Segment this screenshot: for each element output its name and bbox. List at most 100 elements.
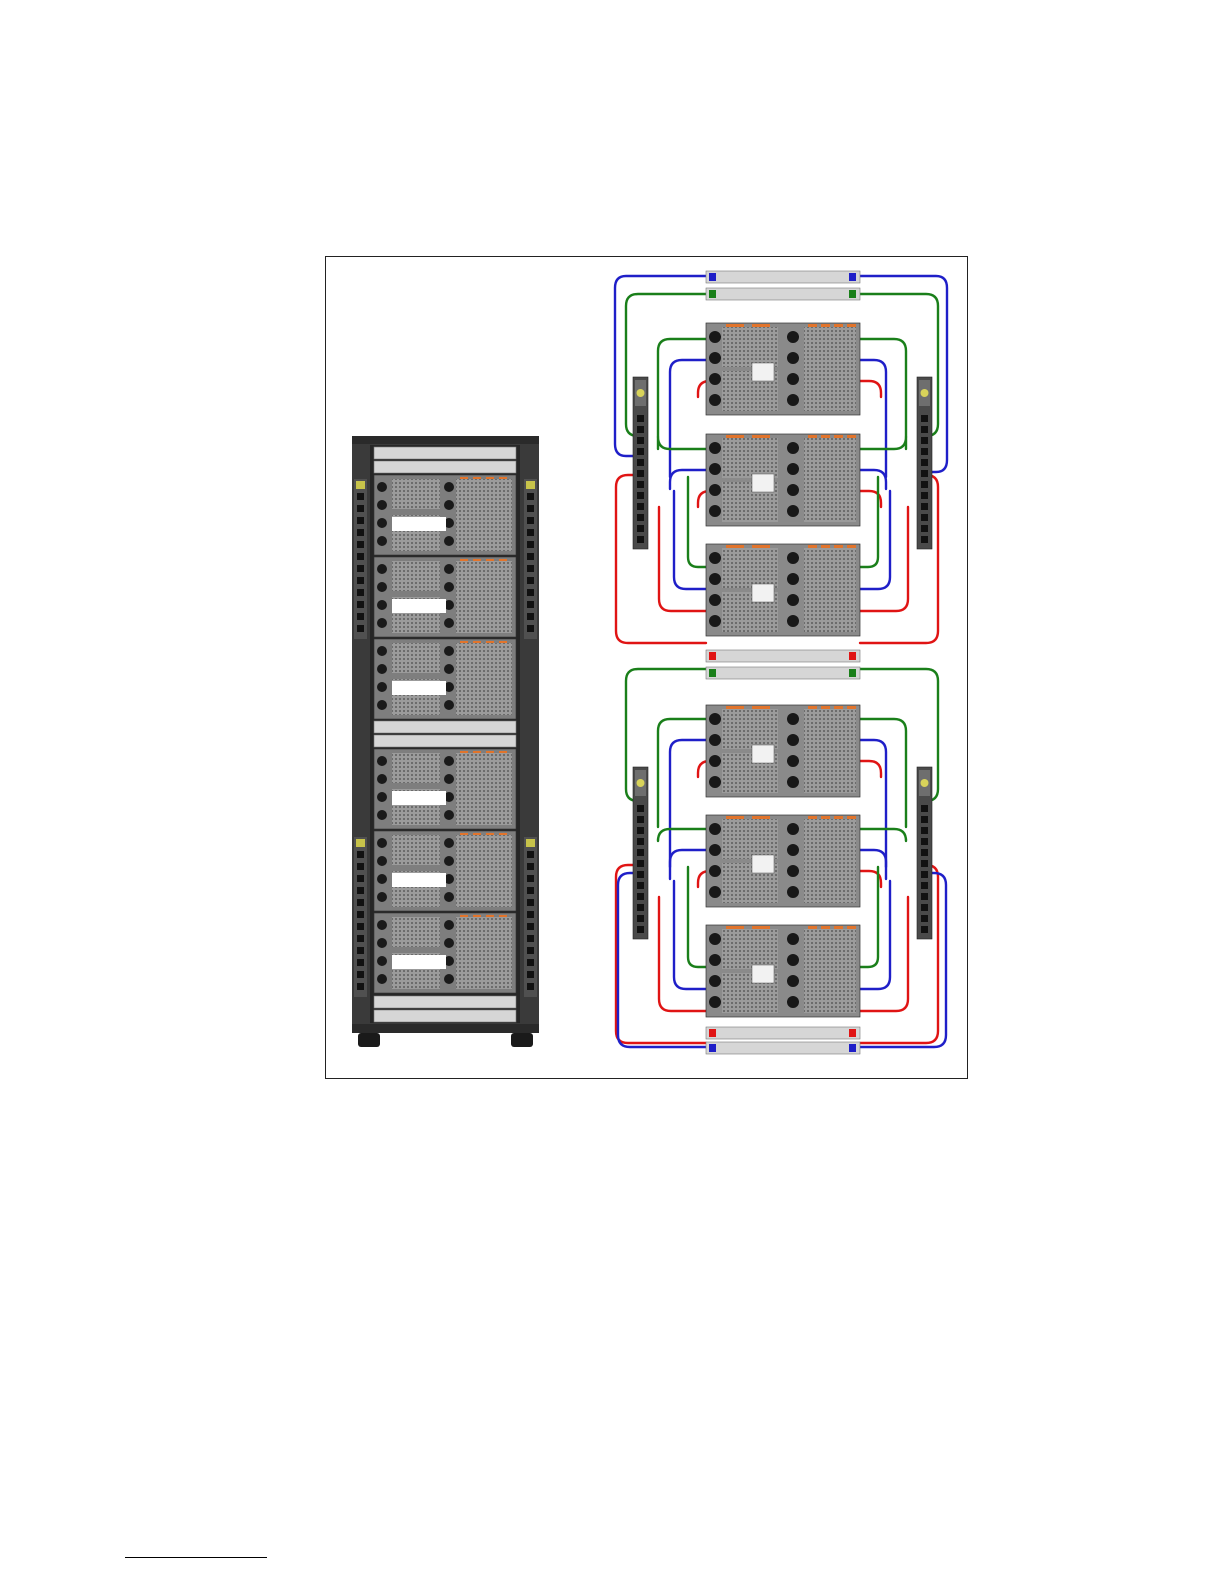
server-label-plate: [752, 965, 774, 983]
server-label-plate: [752, 584, 774, 602]
power-socket: [787, 954, 799, 966]
rack-front-view: [352, 436, 539, 1047]
power-socket: [787, 776, 799, 788]
power-socket: [787, 886, 799, 898]
server-label-plate: [752, 745, 774, 763]
power-socket: [377, 810, 387, 820]
pdu-outlet: [921, 481, 928, 488]
pdu-outlet: [357, 947, 364, 954]
power-socket: [709, 373, 721, 385]
pdu-outlet: [637, 904, 644, 911]
pdu-outlet: [637, 448, 644, 455]
cable-blue: [860, 881, 890, 989]
pdu-outlet: [527, 875, 534, 882]
power-socket: [444, 856, 454, 866]
power-socket: [787, 844, 799, 856]
server-drive-grille: [804, 548, 856, 632]
power-socket: [709, 615, 721, 627]
power-socket: [787, 442, 799, 454]
pdu-outlet: [637, 536, 644, 543]
diagram-canvas: [326, 257, 969, 1080]
server-accent: [499, 833, 507, 835]
server-accent: [726, 816, 744, 819]
pdu-outlet: [357, 863, 364, 870]
server-accent: [499, 915, 507, 917]
server-drive-grille: [804, 929, 856, 1013]
power-socket: [709, 975, 721, 987]
server-accent: [834, 816, 843, 819]
pdu-outlet: [637, 503, 644, 510]
rack-switch-panel: [374, 1010, 516, 1022]
pdu-indicator: [637, 389, 645, 397]
power-socket: [787, 594, 799, 606]
server-accent: [460, 559, 468, 561]
power-socket: [709, 776, 721, 788]
server-label-plate: [752, 363, 774, 381]
server-drive-grille: [456, 479, 512, 551]
cable-plug: [849, 290, 856, 298]
power-socket: [787, 823, 799, 835]
server-drive-grille: [456, 561, 512, 633]
server-drive-grille: [456, 643, 512, 715]
power-socket: [709, 886, 721, 898]
pdu-outlet: [921, 514, 928, 521]
rack-power-cabling-diagram: [325, 256, 968, 1079]
power-socket: [377, 938, 387, 948]
server-label-plate: [752, 855, 774, 873]
server-accent: [821, 926, 830, 929]
server-fan-grille: [722, 709, 778, 749]
power-socket: [709, 823, 721, 835]
pdu-outlet: [527, 565, 534, 572]
server-drive-grille: [804, 438, 856, 522]
server-fan-grille: [722, 327, 778, 367]
power-socket: [787, 713, 799, 725]
cable-plug: [849, 273, 856, 281]
power-socket: [377, 618, 387, 628]
cable-plug: [849, 669, 856, 677]
pdu-outlet: [527, 613, 534, 620]
server-label-plate: [752, 474, 774, 492]
power-socket: [787, 352, 799, 364]
pdu-indicator: [637, 779, 645, 787]
power-socket: [444, 892, 454, 902]
pdu-outlet: [357, 529, 364, 536]
server-accent: [834, 435, 843, 438]
power-socket: [787, 552, 799, 564]
power-socket: [377, 564, 387, 574]
server-fan-grille: [392, 917, 440, 947]
pdu-outlet: [357, 589, 364, 596]
pdu-outlet: [921, 503, 928, 510]
server-accent: [847, 435, 856, 438]
server-accent: [473, 751, 481, 753]
server-label-plate: [392, 791, 446, 805]
power-socket: [709, 755, 721, 767]
pdu-outlet: [921, 426, 928, 433]
rack-switch-panel: [374, 996, 516, 1008]
pdu-outlet: [921, 893, 928, 900]
cable-plug: [849, 1029, 856, 1037]
pdu-outlet: [527, 899, 534, 906]
cable-red: [616, 475, 706, 643]
cable-plug: [849, 1044, 856, 1052]
pdu-outlet: [921, 415, 928, 422]
pdu-outlet: [527, 959, 534, 966]
pdu-outlet: [637, 926, 644, 933]
pdu-outlet: [527, 935, 534, 942]
cable-blue: [674, 881, 706, 989]
cable-red: [659, 897, 706, 1011]
power-socket: [444, 838, 454, 848]
server-accent: [726, 706, 744, 709]
pdu-outlet: [527, 887, 534, 894]
server-accent: [847, 926, 856, 929]
server-accent: [460, 641, 468, 643]
power-socket: [444, 482, 454, 492]
power-socket: [377, 974, 387, 984]
pdu-outlet: [921, 827, 928, 834]
rack-switch-panel: [374, 447, 516, 459]
pdu-outlet: [637, 525, 644, 532]
power-socket: [787, 865, 799, 877]
cable-red: [659, 507, 706, 611]
power-socket: [377, 920, 387, 930]
server-label-plate: [392, 955, 446, 969]
power-socket: [444, 920, 454, 930]
